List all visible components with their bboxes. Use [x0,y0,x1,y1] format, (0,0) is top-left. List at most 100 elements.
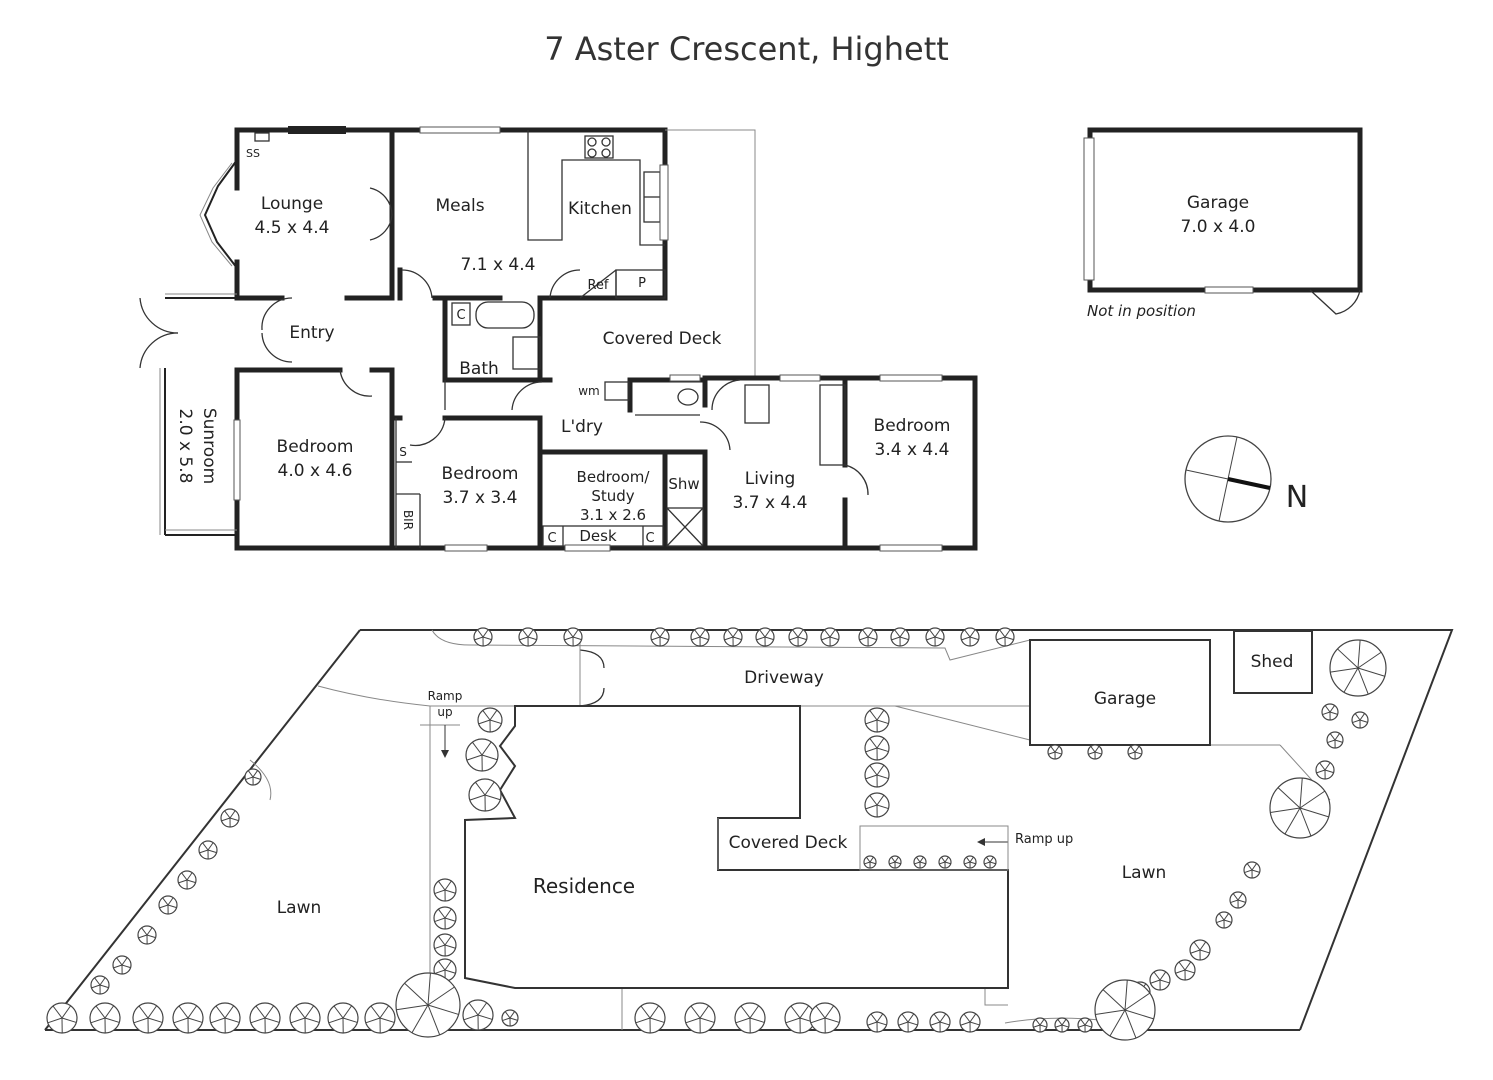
lounge-size: 4.5 x 4.4 [255,218,330,238]
tree-icon [690,627,710,647]
tree-icon [158,895,178,915]
tree-icon [289,1002,321,1034]
study-label-line2: Study [591,487,634,505]
shelf-label: S [399,445,407,459]
house-walls [139,126,978,552]
tree-icon [1229,891,1247,909]
tree-icon [244,768,262,786]
garage-plan-walls [1083,127,1363,315]
tree-icon [995,627,1015,647]
tree-icon [1243,861,1261,879]
tree-icon [132,1002,164,1034]
tree-icon [1047,744,1063,760]
tree-icon [501,1009,519,1027]
tree-icon [1329,639,1387,697]
tree-icon [866,1011,888,1033]
compass-icon [1184,435,1272,523]
tree-icon [433,906,457,930]
cupboard-label-left: C [547,531,556,546]
tree-icon [1077,1017,1093,1033]
tree-icon [327,1002,359,1034]
wm-label: wm [578,384,600,398]
meals-size: 7.1 x 4.4 [461,255,536,275]
tree-icon [1189,939,1211,961]
sunroom-size: 2.0 x 5.8 [175,409,195,484]
tree-icon [809,1002,841,1034]
garage-not-in-position-note: Not in position [1087,302,1196,320]
tree-icon [1215,911,1233,929]
site-boundary [44,629,1454,1031]
tree-icon [1326,731,1344,749]
tree-icon [518,627,538,647]
tree-icon [1351,711,1369,729]
tree-icon [364,1002,396,1034]
tree-icon [864,762,890,788]
site-shed [1233,630,1313,694]
bedroom3-size: 3.4 x 4.4 [875,440,950,460]
tree-icon [465,738,499,772]
cupboard-label-right: C [645,531,654,546]
tree-icon [864,707,890,733]
tree-icon [1127,744,1143,760]
tree-icon [473,627,493,647]
tree-icon [177,870,197,890]
tree-icon [137,925,157,945]
tree-icon [1094,979,1156,1041]
tree-icon [1269,777,1331,839]
bedroom1-size: 4.0 x 4.6 [278,461,353,481]
ramp-label-line2: up [437,705,452,719]
tree-icon [462,999,494,1031]
tree-icon [89,1002,121,1034]
tree-icon [1321,703,1339,721]
bedroom3-label: Bedroom [874,416,951,436]
kitchen-label: Kitchen [568,199,632,219]
tree-icon [983,855,997,869]
tree-icon [209,1002,241,1034]
tree-icon [1054,1017,1070,1033]
tree-icon [959,1011,981,1033]
tree-icon [433,933,457,957]
cupboard-label-bath: C [456,308,465,323]
bedroom2-label: Bedroom [442,464,519,484]
entry-label: Entry [289,323,334,343]
covered-deck-label: Covered Deck [603,329,722,349]
tree-icon [112,955,132,975]
site-garage-label: Garage [1094,689,1156,709]
site-shed-label: Shed [1251,652,1294,672]
sunroom-label: Sunroom [199,408,219,484]
tree-icon [90,975,110,995]
tree-icon [198,840,218,860]
laundry-label: L'dry [561,417,603,437]
meals-label: Meals [435,196,484,216]
tree-icon [46,1002,78,1034]
bedroom1-label: Bedroom [277,437,354,457]
tree-icon [684,1002,716,1034]
study-size: 3.1 x 2.6 [580,506,646,524]
tree-icon [864,735,890,761]
tree-icon [1315,760,1335,780]
lawn-left-label: Lawn [277,898,322,918]
bir-label: BIR [401,510,415,530]
tree-icon [925,627,945,647]
tree-icon [888,855,902,869]
living-size: 3.7 x 4.4 [733,493,808,513]
tree-icon [563,627,583,647]
lounge-label: Lounge [261,194,323,214]
ss-label: SS [246,147,260,160]
compass-north-label: N [1286,480,1308,515]
tree-icon [938,855,952,869]
residence-label: Residence [533,874,635,898]
garage-plan-label: Garage [1187,193,1249,213]
tree-icon [220,808,240,828]
lawn-right-label: Lawn [1122,863,1167,883]
tree-icon [477,707,503,733]
tree-icon [723,627,743,647]
tree-icon [858,627,878,647]
tree-icon [1174,959,1196,981]
pantry-label: P [638,276,646,291]
bedroom2-size: 3.7 x 3.4 [443,488,518,508]
tree-icon [929,1011,951,1033]
driveway-label: Driveway [744,668,824,688]
site-garage [1029,639,1211,746]
